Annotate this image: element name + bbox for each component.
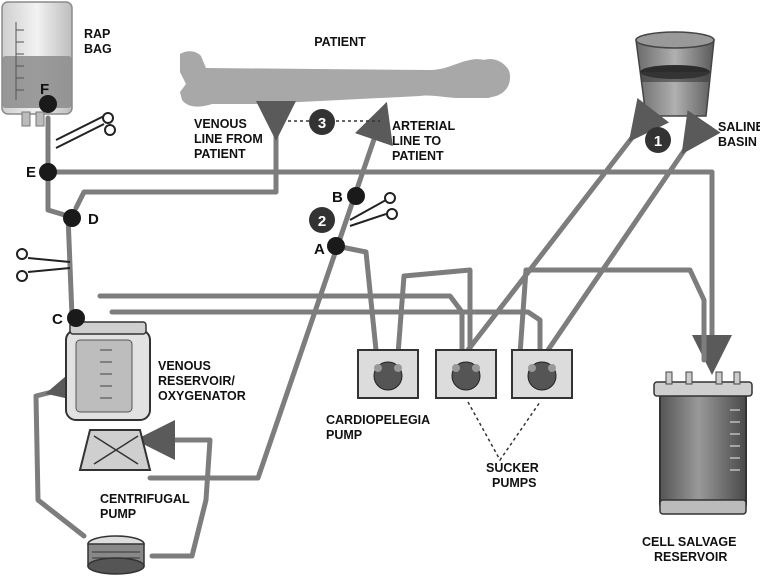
saline-label-line2: BASIN: [718, 135, 757, 149]
arterial-line-label-line2: LINE TO: [392, 134, 441, 148]
step-3-number: 3: [318, 115, 326, 132]
cardioplegia-pump: [357, 349, 419, 399]
point-d-dot: [63, 209, 81, 227]
saline-label-line1: SALINE: [718, 120, 760, 134]
centrifugal-label-line1: CENTRIFUGAL: [100, 492, 190, 506]
point-a-label: A: [314, 241, 325, 258]
point-a-dot: [327, 237, 345, 255]
clamp-icon-b: [349, 192, 398, 227]
step-2-number: 2: [318, 213, 326, 230]
step-1-badge: [645, 127, 671, 153]
patient-label: PATIENT: [314, 35, 366, 49]
cell-salvage-reservoir: [653, 371, 753, 515]
clamp-icon-rap: [55, 112, 116, 149]
step-1-number: 1: [654, 133, 662, 150]
cell-salvage-label-line1: CELL SALVAGE: [642, 535, 736, 549]
sucker-pumps-pointer: [467, 401, 541, 462]
cardioplegia-label-line1: CARDIOPELEGIA: [326, 413, 430, 427]
reservoir-label-line3: OXYGENATOR: [158, 389, 246, 403]
centrifugal-label-line2: PUMP: [100, 507, 136, 521]
cardioplegia-label-line2: PUMP: [326, 428, 362, 442]
sucker-pump-1: [435, 349, 497, 399]
point-c-label: C: [52, 311, 63, 328]
rap-bag: [1, 1, 73, 127]
cell-salvage-label-line2: RESERVOIR: [654, 550, 727, 564]
arterial-line-label-line1: ARTERIAL: [392, 119, 456, 133]
centrifugal-pump: [87, 535, 145, 575]
reservoir-label-line1: VENOUS: [158, 359, 211, 373]
venous-line-label-line2: LINE FROM: [194, 132, 263, 146]
reservoir-label-line2: RESERVOIR/: [158, 374, 235, 388]
step-2-badge: [309, 207, 335, 233]
rap-bag-label-line1: RAP: [84, 27, 110, 41]
point-c-dot: [67, 309, 85, 327]
clamp-icon-d: [16, 248, 71, 282]
rap-bag-label-line2: BAG: [84, 42, 112, 56]
sucker-pump-2: [511, 349, 573, 399]
point-e-dot: [39, 163, 57, 181]
step-3-badge: [309, 109, 335, 135]
point-f-dot: [39, 95, 57, 113]
point-e-label: E: [26, 164, 36, 181]
patient-silhouette: [180, 51, 510, 107]
arterial-line-label-line3: PATIENT: [392, 149, 444, 163]
sucker-label-line2: PUMPS: [492, 476, 536, 490]
point-b-label: B: [332, 189, 343, 206]
venous-line-label-line3: PATIENT: [194, 147, 246, 161]
venous-line-label-line1: VENOUS: [194, 117, 247, 131]
venous-reservoir-oxygenator: [65, 321, 152, 471]
sucker-label-line1: SUCKER: [486, 461, 539, 475]
saline-basin: [635, 31, 715, 117]
point-d-label: D: [88, 211, 99, 228]
point-f-label: F: [40, 81, 49, 98]
point-b-dot: [347, 187, 365, 205]
